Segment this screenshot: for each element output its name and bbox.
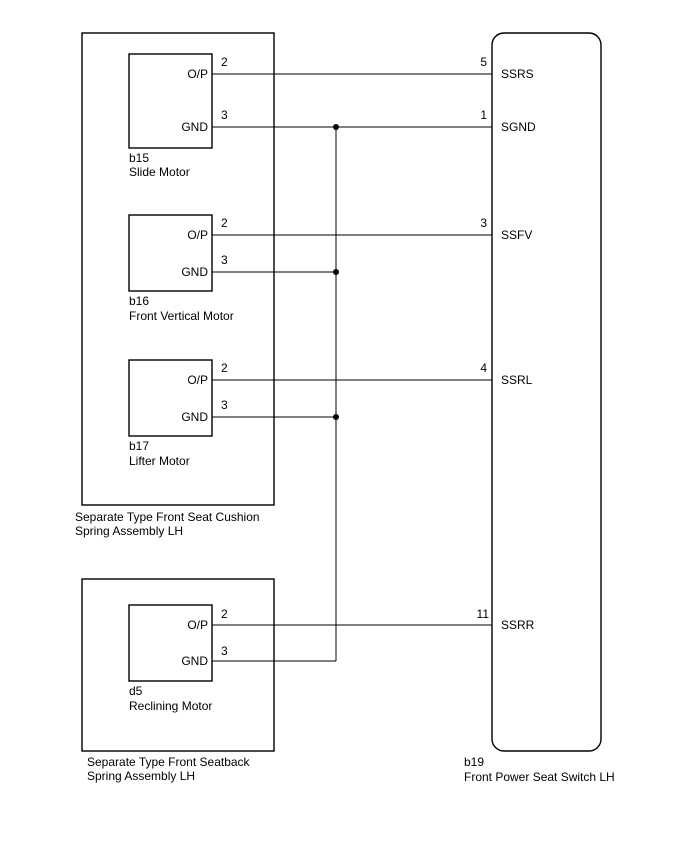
motor-gnd-pin: 3 — [221, 644, 228, 658]
motor-gnd-pin: 3 — [221, 108, 228, 122]
seatback-assembly-label: Separate Type Front Seatback — [87, 755, 251, 769]
switch-terminal-label: SSRR — [501, 618, 535, 632]
motor-op-label: O/P — [187, 373, 208, 387]
motor-gnd-pin: 3 — [221, 398, 228, 412]
reclining-motor-box — [128, 604, 213, 682]
switch-terminal-label: SGND — [501, 120, 536, 134]
seatback-assembly-label: Spring Assembly LH — [87, 769, 195, 783]
junction-dot — [333, 414, 339, 420]
motor-op-label: O/P — [187, 67, 208, 81]
cushion-assembly-label: Spring Assembly LH — [75, 524, 183, 538]
motor-name: Lifter Motor — [129, 454, 190, 468]
motor-op-pin: 2 — [221, 361, 228, 375]
motor-gnd-pin: 3 — [221, 253, 228, 267]
switch-pin: 5 — [480, 55, 487, 69]
motor-op-pin: 2 — [221, 607, 228, 621]
lifter-motor-box — [128, 359, 213, 437]
switch-terminal-label: SSRL — [501, 373, 533, 387]
slide-motor-box — [128, 53, 213, 149]
front-vertical-motor-box — [128, 214, 213, 292]
motor-code: b16 — [129, 294, 149, 308]
switch-name: Front Power Seat Switch LH — [464, 770, 615, 784]
switch-pin: 11 — [477, 607, 490, 621]
switch-terminal-label: SSRS — [501, 67, 534, 81]
motor-op-label: O/P — [187, 228, 208, 242]
switch-code: b19 — [464, 755, 484, 769]
switch-terminal-label: SSFV — [501, 228, 532, 242]
motor-gnd-label: GND — [181, 654, 208, 668]
motor-gnd-label: GND — [181, 410, 208, 424]
motor-op-pin: 2 — [221, 216, 228, 230]
motor-name: Slide Motor — [129, 165, 190, 179]
cushion-assembly-label: Separate Type Front Seat Cushion — [75, 510, 260, 524]
motor-op-pin: 2 — [221, 55, 228, 69]
switch-pin: 3 — [480, 216, 487, 230]
junction-dot — [333, 124, 339, 130]
motor-gnd-label: GND — [181, 265, 208, 279]
motor-code: b15 — [129, 151, 149, 165]
switch-pin: 1 — [480, 108, 487, 122]
switch-pin: 4 — [480, 361, 487, 375]
motor-code: d5 — [129, 684, 143, 698]
motor-op-label: O/P — [187, 618, 208, 632]
motor-code: b17 — [129, 439, 149, 453]
motor-gnd-label: GND — [181, 120, 208, 134]
junction-dot — [333, 269, 339, 275]
power-seat-switch-box — [491, 32, 602, 752]
motor-name: Front Vertical Motor — [129, 309, 234, 323]
motor-name: Reclining Motor — [129, 699, 212, 713]
